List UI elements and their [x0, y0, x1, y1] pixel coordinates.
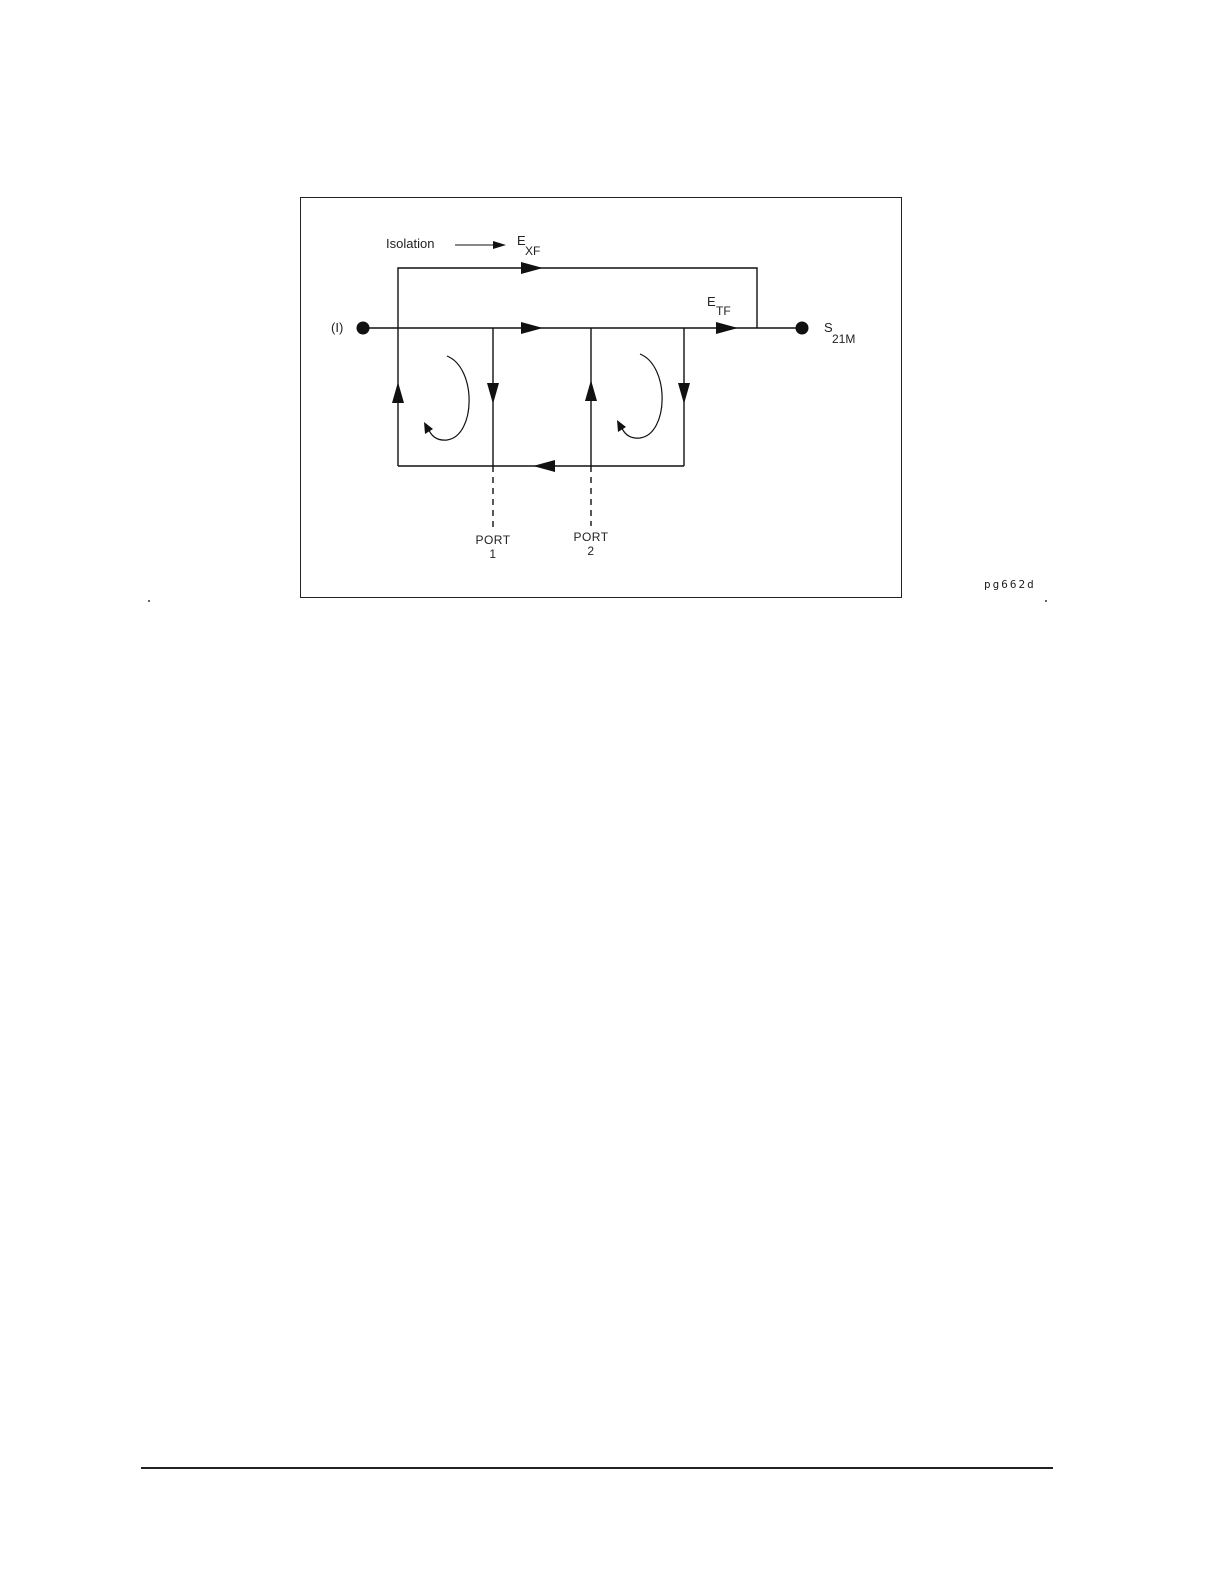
exf-label-subscript: XF [525, 245, 540, 257]
port2-loop-arc [621, 354, 662, 438]
output-node [796, 322, 809, 335]
isolation-path [398, 268, 757, 328]
isolation-pointer-arrowhead [493, 241, 506, 249]
etf-label-main: E [707, 295, 716, 308]
isolation-label: Isolation [386, 237, 434, 250]
port2-right-down-arrowhead [678, 383, 690, 404]
input-node [357, 322, 370, 335]
s21m-label-subscript: 21M [832, 333, 855, 345]
port1-loop-arrowhead [424, 422, 433, 434]
main-line-arrowhead [521, 322, 543, 334]
port2-left-up-arrowhead [585, 380, 597, 401]
etf-label-subscript: TF [716, 305, 731, 317]
port1-label: PORT 1 [468, 533, 518, 561]
etf-arrowhead [716, 322, 738, 334]
port1-left-up-arrowhead [392, 382, 404, 403]
figure-id: pg662d [984, 578, 1036, 591]
port2-loop-arrowhead [617, 420, 626, 432]
scan-speck-left [148, 600, 150, 602]
port1-label-number: 1 [468, 547, 518, 561]
scan-speck-right [1045, 600, 1047, 602]
port2-label-text: PORT [566, 530, 616, 544]
port2-label-number: 2 [566, 544, 616, 558]
input-label: (I) [331, 321, 343, 334]
exf-arrowhead [521, 262, 543, 274]
port1-label-text: PORT [468, 533, 518, 547]
return-arrowhead [533, 460, 555, 472]
footer-rule [141, 1467, 1053, 1469]
port1-right-down-arrowhead [487, 383, 499, 404]
port2-label: PORT 2 [566, 530, 616, 558]
port1-loop-arc [428, 356, 469, 440]
